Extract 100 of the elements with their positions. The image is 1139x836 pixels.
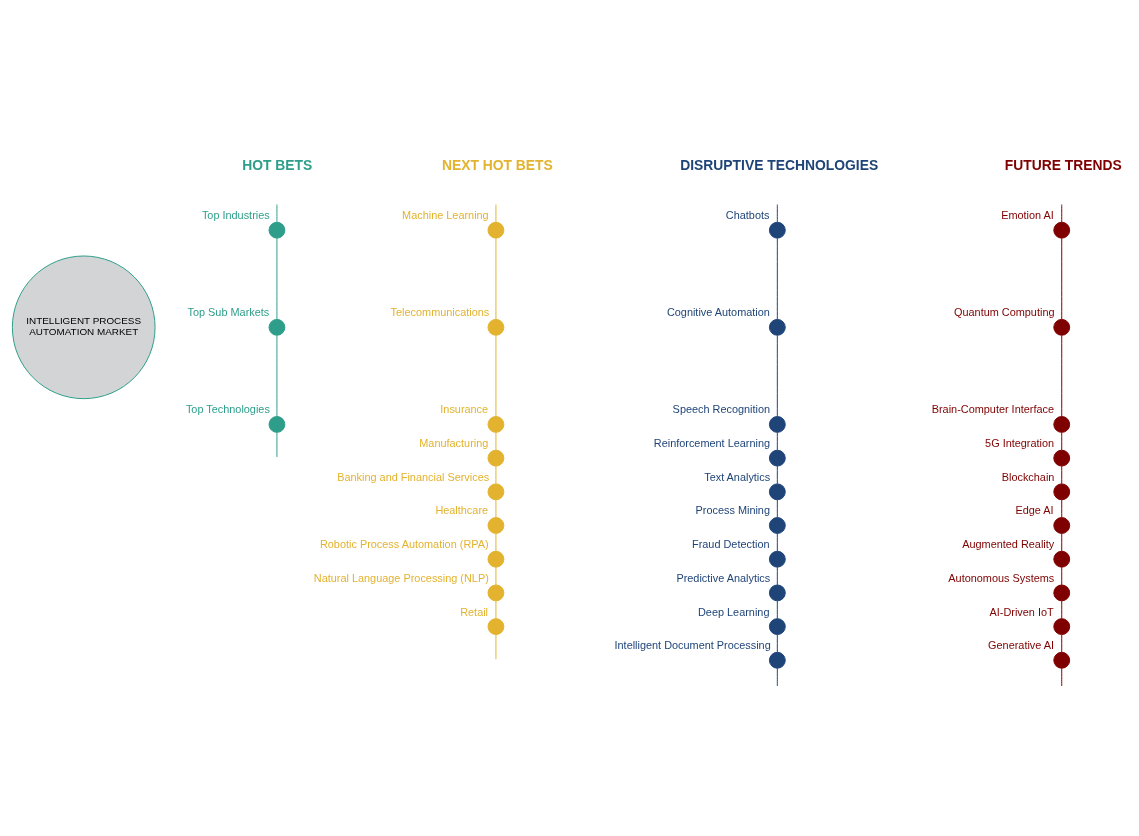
node-circle	[1053, 415, 1071, 433]
node-label: Chatbots	[725, 208, 770, 221]
connector	[776, 633, 778, 653]
node-circle	[768, 221, 786, 239]
node-label: Telecommunications	[390, 305, 490, 318]
node-circle	[1053, 550, 1071, 568]
connector	[1061, 498, 1063, 518]
node-circle	[268, 415, 286, 433]
node-circle	[1053, 221, 1071, 239]
node-circle	[1053, 617, 1071, 635]
node-label: Insurance	[440, 402, 489, 415]
label: NEXT HOT BETS	[441, 156, 553, 173]
node-label: Manufacturing	[419, 436, 489, 449]
node-circle	[487, 482, 505, 500]
node-label: Top Industries	[201, 208, 270, 221]
node-label: Machine Learning	[402, 208, 489, 221]
connector	[495, 498, 497, 518]
connector	[1061, 465, 1063, 484]
connector	[276, 431, 278, 458]
node-label: Generative AI	[988, 638, 1055, 651]
connector	[276, 237, 278, 320]
node-label: Text Analytics	[704, 470, 771, 483]
node-circle	[268, 318, 286, 336]
node-label: Intelligent Document Processing	[614, 638, 771, 651]
connector	[1061, 203, 1063, 223]
connector	[1061, 431, 1063, 451]
node-label: Blockchain	[1001, 470, 1055, 483]
node-circle	[487, 221, 505, 239]
node-label: Healthcare	[435, 503, 489, 516]
node-label: Top Sub Markets	[187, 305, 270, 318]
node-label: Robotic Process Automation (RPA)	[319, 537, 489, 550]
node-circle	[768, 550, 786, 568]
node-label: Brain-Computer Interface	[931, 402, 1055, 415]
connector	[776, 203, 778, 223]
node-circle	[487, 449, 505, 467]
node-label: AI-Driven IoT	[989, 604, 1054, 617]
node-circle	[768, 318, 786, 336]
node-circle	[487, 318, 505, 336]
connector	[276, 334, 278, 417]
connector	[776, 465, 778, 484]
connector	[776, 431, 778, 451]
node-label: Predictive Analytics	[676, 571, 771, 584]
connector	[776, 498, 778, 518]
connector	[1061, 532, 1063, 552]
connector	[1061, 237, 1063, 320]
connector	[1061, 334, 1063, 417]
node-circle: INTELLIGENT PROCESS AUTOMATION MARKET	[11, 255, 156, 399]
node-circle	[768, 449, 786, 467]
node-label: Process Mining	[695, 503, 770, 516]
node-label: Reinforcement Learning	[653, 436, 771, 449]
label: HOT BETS	[242, 156, 313, 173]
node-label: Speech Recognition	[672, 402, 771, 415]
connector	[776, 566, 778, 585]
node-label: Autonomous Systems	[948, 571, 1055, 584]
node-circle	[487, 550, 505, 568]
connector	[1061, 633, 1063, 653]
node-label: Top Technologies	[185, 402, 270, 415]
node-circle	[1053, 318, 1071, 336]
node-circle	[768, 516, 786, 534]
node-label: Fraud Detection	[692, 537, 770, 550]
node-label: Augmented Reality	[962, 537, 1055, 550]
node-circle	[768, 583, 786, 601]
connector	[776, 334, 778, 417]
node-circle	[487, 583, 505, 601]
node-circle	[268, 221, 286, 239]
connector	[495, 431, 497, 451]
node-circle	[1053, 449, 1071, 467]
node-label: Natural Language Processing (NLP)	[313, 571, 489, 584]
connector	[495, 237, 497, 320]
node-label: Quantum Computing	[954, 305, 1055, 318]
connector	[776, 532, 778, 552]
node-circle	[1053, 583, 1071, 601]
node-circle	[487, 617, 505, 635]
connector	[776, 667, 778, 686]
node-label: Cognitive Automation	[666, 305, 770, 318]
connector	[1061, 599, 1063, 619]
connector	[495, 203, 497, 223]
connector	[495, 334, 497, 417]
node-circle	[487, 415, 505, 433]
node-label: Retail	[460, 604, 489, 617]
label: FUTURE TRENDS	[1004, 156, 1122, 173]
node-label: Deep Learning	[698, 604, 770, 617]
connector	[776, 599, 778, 619]
connector	[276, 203, 278, 223]
connector	[495, 599, 497, 619]
node-circle	[768, 617, 786, 635]
connector	[495, 566, 497, 585]
node-circle	[1053, 482, 1071, 500]
node-circle	[768, 482, 786, 500]
connector	[495, 633, 497, 660]
node-circle	[487, 516, 505, 534]
node-circle	[768, 415, 786, 433]
connector	[495, 532, 497, 552]
node-label: Banking and Financial Services	[337, 470, 490, 483]
node-circle	[1053, 516, 1071, 534]
node-circle	[1053, 651, 1071, 669]
connector	[1061, 667, 1063, 686]
label: DISRUPTIVE TECHNOLOGIES	[680, 156, 879, 173]
connector	[776, 237, 778, 320]
node-label: Emotion AI	[1001, 208, 1054, 221]
